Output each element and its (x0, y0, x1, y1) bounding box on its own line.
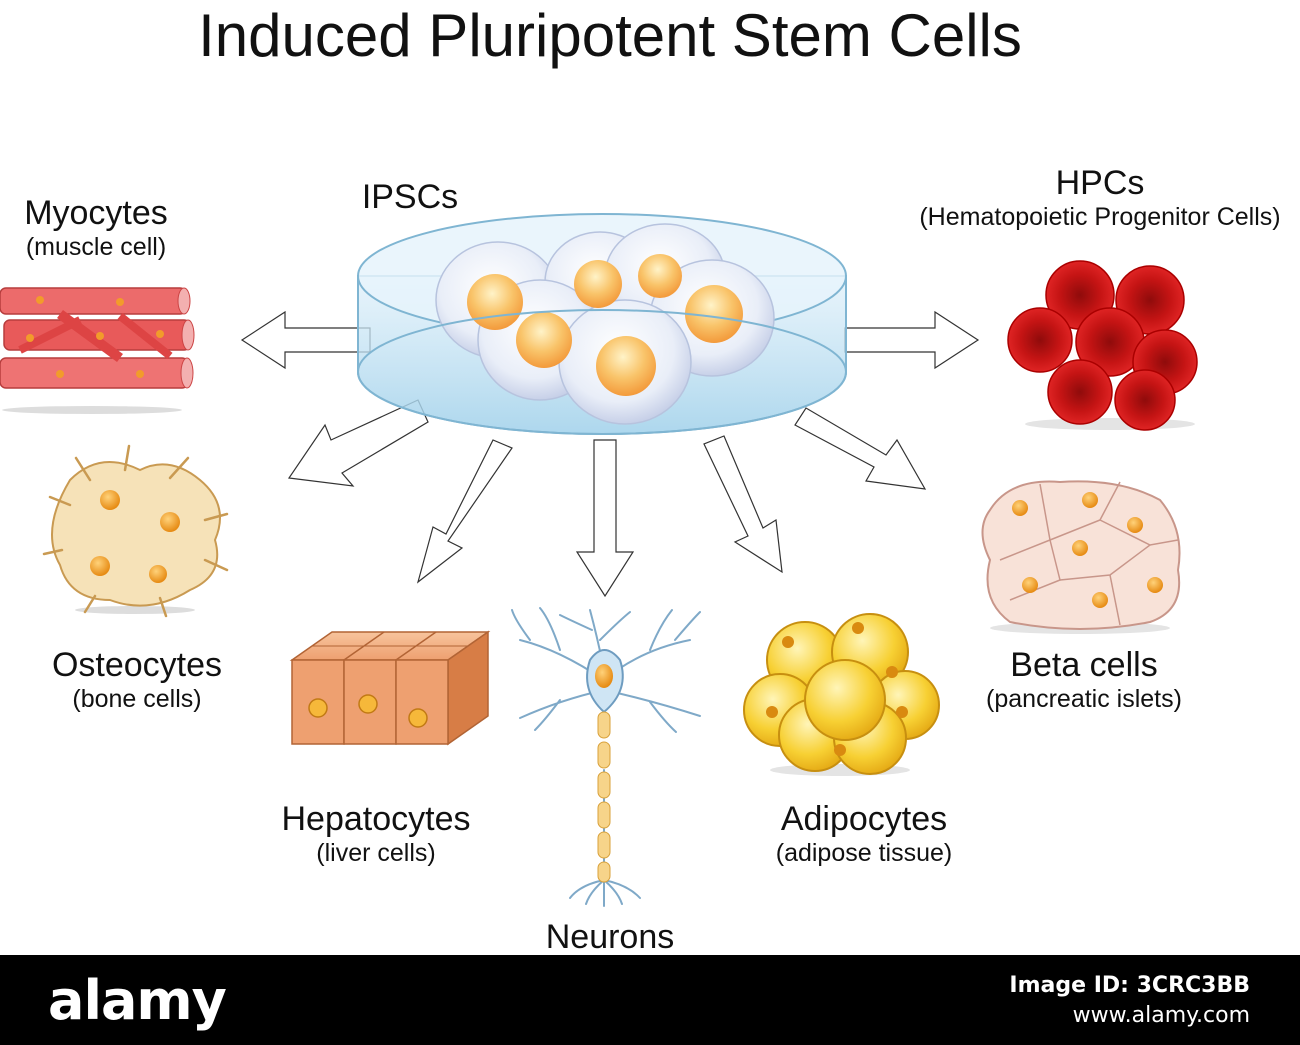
arrow-to-beta-cells (794, 407, 927, 490)
diagram-canvas: Induced Pluripotent Stem Cells IPSCs Myo… (0, 2, 1300, 957)
petri-dish-ipscs (357, 213, 847, 435)
neurons-name: Neurons (545, 918, 675, 956)
adipocytes-name: Adipocytes (780, 800, 948, 838)
hpcs-label: HPCs (Hematopoietic Progenitor Cells) (900, 164, 1300, 232)
arrow-to-myocytes (240, 310, 371, 370)
alamy-logo: alamy (48, 969, 227, 1032)
beta-cells-label: Beta cells (pancreatic islets) (966, 646, 1202, 714)
footer-url: www.alamy.com (1072, 1003, 1250, 1028)
arrow-to-hpcs (844, 310, 980, 370)
beta-cells-sub: (pancreatic islets) (986, 685, 1182, 714)
page-title: Induced Pluripotent Stem Cells (198, 2, 1022, 69)
footer-info: Image ID: 3CRC3BB www.alamy.com (1009, 971, 1250, 1031)
myocytes-label: Myocytes (muscle cell) (0, 194, 192, 262)
adipocytes-label: Adipocytes (adipose tissue) (756, 800, 972, 868)
arrow-to-hepatocytes (416, 439, 513, 584)
axon-myelin (597, 711, 611, 883)
image-id-text: Image ID: 3CRC3BB (1009, 973, 1250, 998)
myocytes-name: Myocytes (24, 194, 168, 232)
ipscs-label: IPSCs (340, 178, 480, 217)
beta-cells-illustration (981, 480, 1181, 634)
osteocytes-name: Osteocytes (51, 646, 223, 684)
adipocytes-illustration (743, 613, 940, 776)
hpcs-illustration (1007, 260, 1198, 431)
myocytes-sub: (muscle cell) (25, 233, 167, 262)
myocytes-illustration (0, 287, 195, 414)
ipsc-nuclei (467, 254, 743, 396)
hpcs-sub: (Hematopoietic Progenitor Cells) (919, 203, 1281, 232)
adipocytes-sub: (adipose tissue) (775, 839, 953, 868)
osteocytes-sub: (bone cells) (72, 685, 202, 714)
osteocytes-label: Osteocytes (bone cells) (30, 646, 244, 714)
osteocytes-illustration (42, 444, 229, 618)
hepatocytes-label: Hepatocytes (liver cells) (266, 800, 486, 868)
hepatocytes-sub: (liver cells) (316, 839, 436, 868)
arrow-to-neurons (575, 439, 635, 598)
beta-cells-name: Beta cells (1010, 646, 1158, 684)
neurons-label: Neurons (520, 918, 700, 957)
hepatocytes-illustration (289, 630, 491, 746)
hepatocytes-name: Hepatocytes (281, 800, 471, 838)
diagram-illustration (0, 213, 1198, 907)
arrow-to-adipocytes (703, 435, 783, 574)
hpcs-name: HPCs (1055, 164, 1145, 202)
stock-footer-bar: alamy Image ID: 3CRC3BB www.alamy.com (0, 955, 1300, 1045)
differentiation-arrows (240, 310, 980, 598)
ipscs-name: IPSCs (361, 178, 459, 216)
neuron-illustration (511, 607, 701, 907)
arrow-to-osteocytes (287, 399, 429, 487)
